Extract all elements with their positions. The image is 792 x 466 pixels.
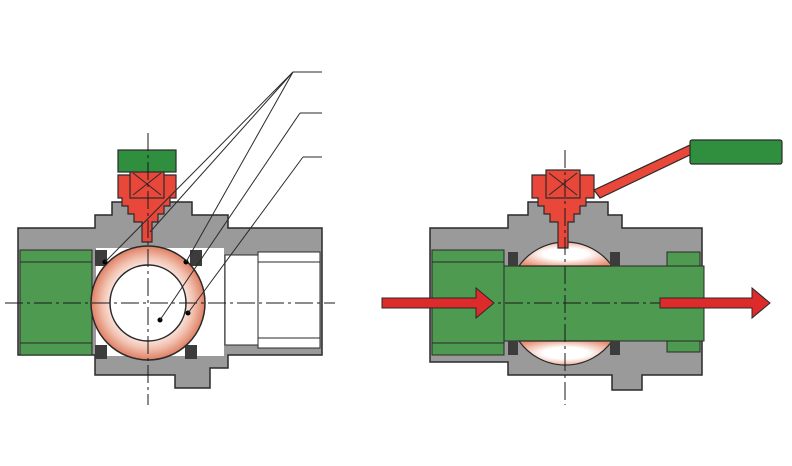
- callout-leaders: [104, 71, 322, 321]
- lever-grip: [689, 139, 783, 165]
- lever-arm: [593, 144, 697, 199]
- right-thread-region: [257, 251, 321, 349]
- seat-seal: [508, 341, 518, 355]
- seat-seal: [95, 345, 107, 359]
- flow-arrow-icon: [381, 286, 495, 320]
- closed-valve-view: [5, 71, 335, 405]
- seat-seal: [610, 252, 620, 266]
- stem-cross: [548, 172, 578, 196]
- seat-seal: [185, 345, 197, 359]
- seat-seal: [610, 341, 620, 355]
- open-valve-view: [381, 139, 783, 405]
- handle-nut: [117, 149, 177, 173]
- flow-arrow-icon: [659, 286, 771, 320]
- stem-cross: [132, 172, 162, 196]
- seat-seal: [508, 252, 518, 266]
